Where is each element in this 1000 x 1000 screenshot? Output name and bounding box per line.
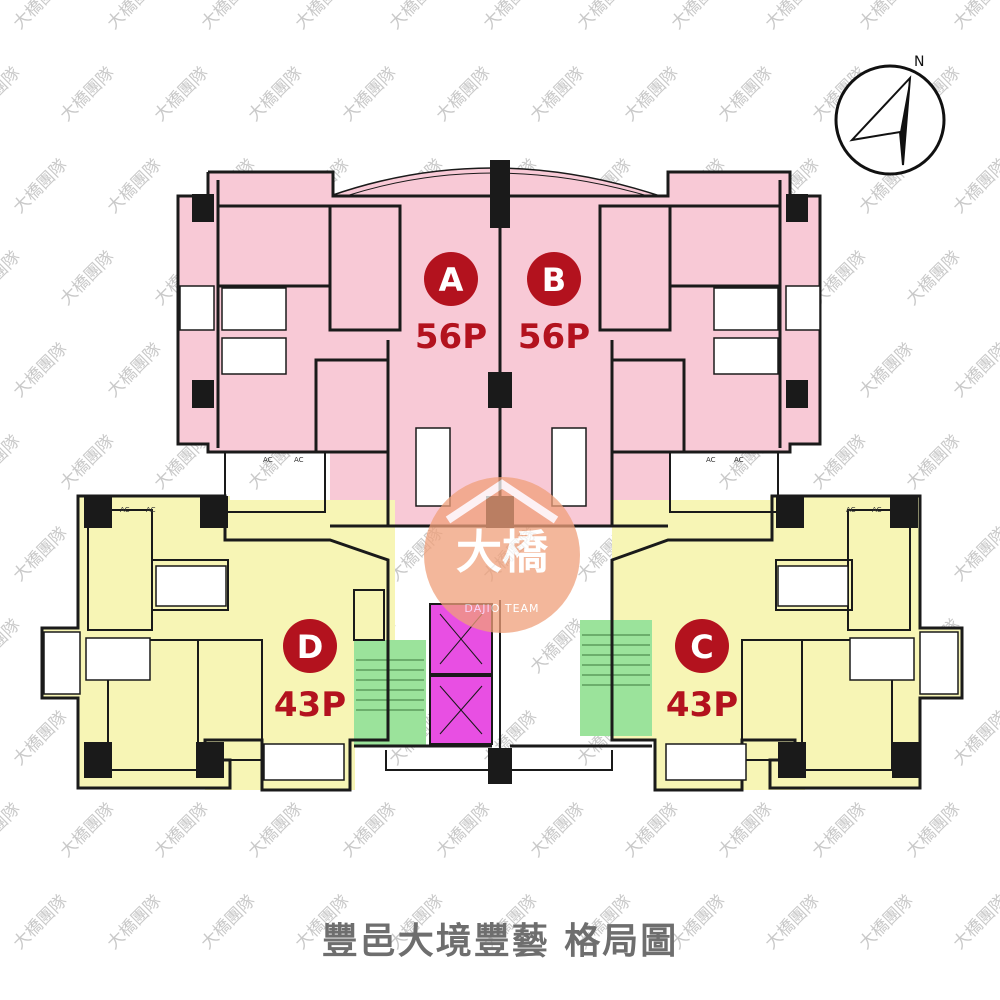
watermark-text: 大橋團隊 xyxy=(9,0,71,34)
watermark-text: 大橋團隊 xyxy=(0,615,25,677)
watermark-text: 大橋團隊 xyxy=(291,0,353,34)
watermark-text: 大橋團隊 xyxy=(949,339,1000,401)
watermark-text: 大橋團隊 xyxy=(56,799,118,861)
watermark-text: 大橋團隊 xyxy=(949,155,1000,217)
watermark-text: 大橋團隊 xyxy=(432,799,494,861)
unit-label-c: C 43P xyxy=(666,619,738,725)
compass-north-label: N xyxy=(914,54,924,70)
watermark-text: 大橋團隊 xyxy=(949,523,1000,585)
unit-id: A xyxy=(439,261,464,299)
watermark-text: 大橋團隊 xyxy=(996,63,1000,125)
unit-id: D xyxy=(297,628,324,666)
watermark-text: 大橋團隊 xyxy=(56,431,118,493)
ac-label: AC xyxy=(294,456,304,464)
watermark-text: 大橋團隊 xyxy=(338,799,400,861)
plan-title: 豐邑大境豐藝 格局圖 xyxy=(321,921,679,962)
unit-size: 56P xyxy=(415,317,487,357)
brand-logo: 大橋 DAJIO TEAM xyxy=(424,477,580,633)
ac-labels: AC AC AC AC AC AC AC AC xyxy=(120,456,882,514)
watermark-text: 大橋團隊 xyxy=(0,799,25,861)
watermark-text: 大橋團隊 xyxy=(620,63,682,125)
east-stair xyxy=(580,620,652,736)
unit-label-a: A 56P xyxy=(415,252,487,357)
watermark-text: 大橋團隊 xyxy=(902,247,964,309)
watermark-text: 大橋團隊 xyxy=(996,431,1000,493)
watermark-text: 大橋團隊 xyxy=(103,0,165,34)
west-stair xyxy=(354,640,426,746)
ac-label: AC xyxy=(846,506,856,514)
watermark-text: 大橋團隊 xyxy=(855,0,917,34)
watermark-text: 大橋團隊 xyxy=(244,63,306,125)
watermark-text: 大橋團隊 xyxy=(103,339,165,401)
unit-label-b: B 56P xyxy=(518,252,590,357)
watermark-text: 大橋團隊 xyxy=(949,707,1000,769)
columns xyxy=(84,160,920,784)
watermark-text: 大橋團隊 xyxy=(902,799,964,861)
watermark-text: 大橋團隊 xyxy=(714,63,776,125)
watermark-text: 大橋團隊 xyxy=(526,799,588,861)
watermark-text: 大橋團隊 xyxy=(996,615,1000,677)
compass: N xyxy=(834,54,946,176)
logo-subtext: DAJIO TEAM xyxy=(464,602,539,615)
logo-text: 大橋 xyxy=(456,525,548,579)
ac-label: AC xyxy=(872,506,882,514)
watermark-text: 大橋團隊 xyxy=(996,247,1000,309)
watermark-text: 大橋團隊 xyxy=(526,63,588,125)
unit-id: B xyxy=(542,261,566,299)
watermark-text: 大橋團隊 xyxy=(197,0,259,34)
watermark-text: 大橋團隊 xyxy=(432,63,494,125)
watermark-text: 大橋團隊 xyxy=(9,707,71,769)
watermark-text: 大橋團隊 xyxy=(479,0,541,34)
watermark-text: 大橋團隊 xyxy=(385,0,447,34)
watermark-text: 大橋團隊 xyxy=(0,63,25,125)
watermark-text: 大橋團隊 xyxy=(338,63,400,125)
ac-label: AC xyxy=(146,506,156,514)
watermark-text: 大橋團隊 xyxy=(996,799,1000,861)
watermark-text: 大橋團隊 xyxy=(667,0,729,34)
ac-label: AC xyxy=(706,456,716,464)
watermark-text: 大橋團隊 xyxy=(150,63,212,125)
ac-label: AC xyxy=(734,456,744,464)
walls xyxy=(40,170,964,792)
unit-size: 56P xyxy=(518,317,590,357)
ac-label: AC xyxy=(263,456,273,464)
watermark-text: 大橋團隊 xyxy=(0,431,25,493)
watermark-text: 大橋團隊 xyxy=(949,0,1000,34)
watermark-text: 大橋團隊 xyxy=(808,799,870,861)
ac-label: AC xyxy=(120,506,130,514)
watermark-text: 大橋團隊 xyxy=(9,155,71,217)
watermark-text: 大橋團隊 xyxy=(902,431,964,493)
watermark-text: 大橋團隊 xyxy=(103,155,165,217)
unit-size: 43P xyxy=(274,685,346,725)
watermark-text: 大橋團隊 xyxy=(855,339,917,401)
unit-label-d: D 43P xyxy=(274,619,346,725)
watermark-text: 大橋團隊 xyxy=(56,247,118,309)
bathroom-fixtures xyxy=(43,285,959,781)
watermark-text: 大橋團隊 xyxy=(150,799,212,861)
watermark-text: 大橋團隊 xyxy=(0,247,25,309)
watermark-text: 大橋團隊 xyxy=(573,0,635,34)
unit-size: 43P xyxy=(666,685,738,725)
watermark-text: 大橋團隊 xyxy=(9,523,71,585)
watermark-text: 大橋團隊 xyxy=(620,799,682,861)
watermark-text: 大橋團隊 xyxy=(9,339,71,401)
watermark-text: 大橋團隊 xyxy=(761,0,823,34)
watermark-text: 大橋團隊 xyxy=(244,799,306,861)
watermark-text: 大橋團隊 xyxy=(56,63,118,125)
watermark-text: 大橋團隊 xyxy=(714,799,776,861)
unit-id: C xyxy=(690,628,713,666)
